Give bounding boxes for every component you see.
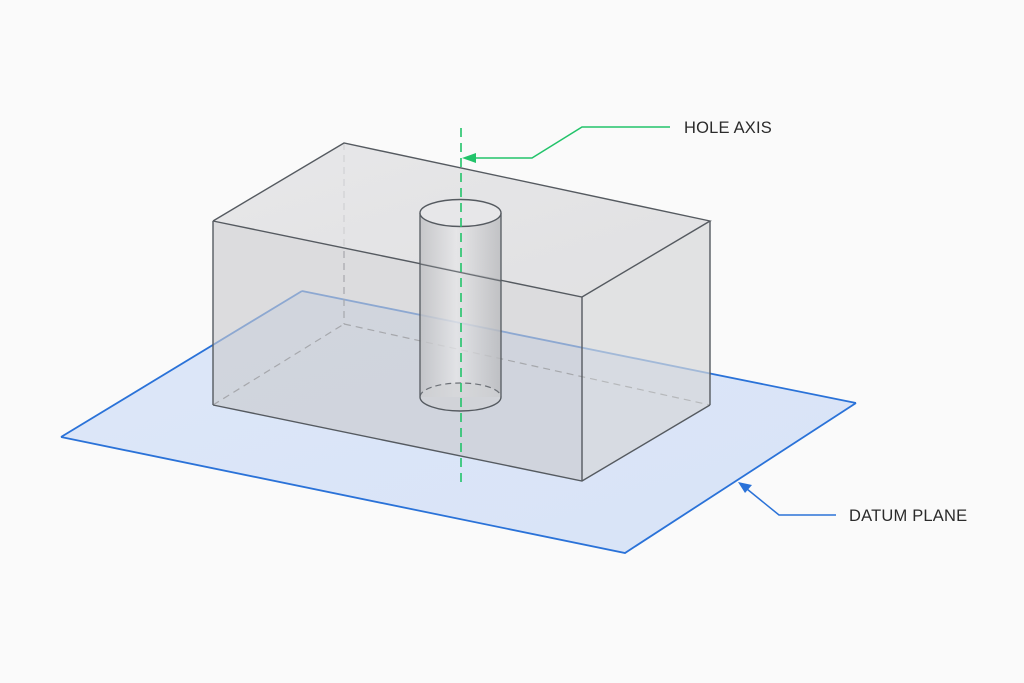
datum-plane-leader — [738, 482, 836, 516]
leader-arrowhead-icon — [738, 482, 752, 493]
hole-axis-leader — [462, 126, 670, 163]
block-right-face — [582, 221, 710, 481]
leader-arrowhead-icon — [462, 153, 476, 163]
cylindrical-hole — [419, 198, 502, 412]
hole-axis-label: HOLE AXIS — [684, 119, 772, 137]
datum-plane-label: DATUM PLANE — [849, 507, 967, 525]
